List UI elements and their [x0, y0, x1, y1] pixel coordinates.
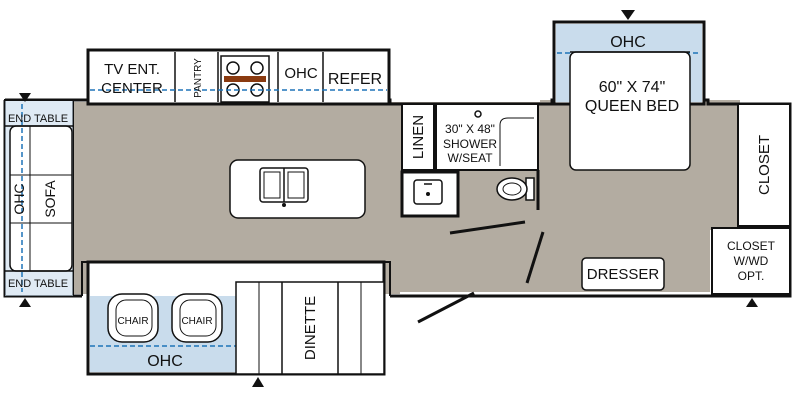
marker-triangle — [621, 10, 635, 20]
bath-door — [449, 220, 526, 235]
dresser — [581, 257, 665, 291]
chair-right-label: CHAIR — [181, 316, 212, 327]
kitchen-island — [229, 159, 366, 219]
bedroom-storage: CLOSET CLOSET W/WD OPT. DRESSER — [581, 103, 791, 295]
sofa-ohc-label: OHC — [11, 183, 27, 214]
linen-label: LINEN — [410, 115, 427, 159]
shower-label-2: SHOWER — [443, 137, 497, 151]
marker-triangle — [19, 93, 31, 102]
bed-label-1: 60" X 74" — [599, 79, 666, 96]
ohc-bed-label: OHC — [610, 34, 646, 51]
bed-slide: OHC 60" X 74" QUEEN BED — [552, 20, 706, 171]
marker-triangle — [252, 377, 264, 387]
ohc-kitchen-label: OHC — [284, 65, 318, 82]
dinette-label: DINETTE — [302, 296, 319, 360]
sink-icon — [259, 167, 309, 207]
stove-icon — [220, 55, 270, 103]
sofa-label: SOFA — [42, 180, 58, 218]
closet-wd-label-3: OPT. — [738, 269, 765, 283]
dinette-slide: CHAIR CHAIR OHC DINETTE — [86, 260, 386, 376]
sofa-area: END TABLE END TABLE OHC SOFA — [4, 99, 74, 297]
chair-icon — [107, 293, 159, 343]
markers — [19, 10, 758, 387]
bed-label-2: QUEEN BED — [585, 98, 679, 115]
tv-ent-label-2: CENTER — [101, 80, 163, 97]
marker-triangle — [19, 298, 31, 307]
linen-cabinet — [401, 103, 435, 171]
end-table-top-label: END TABLE — [8, 113, 68, 125]
dresser-label: DRESSER — [587, 266, 660, 283]
dinette — [235, 281, 385, 375]
tv-ent-center — [90, 52, 175, 102]
chair-icon — [171, 293, 223, 343]
closet-wd-label-2: W/WD — [734, 254, 769, 268]
shower-label-3: W/SEAT — [447, 151, 493, 165]
shower-label-1: 30" X 48" — [445, 122, 495, 136]
pantry-label: PANTRY — [193, 58, 204, 98]
closet-wd — [711, 227, 791, 295]
entry-door — [417, 291, 475, 324]
closet — [737, 103, 791, 227]
chair-left-label: CHAIR — [117, 316, 148, 327]
kitchen-slide: TV ENT. CENTER PANTRY OHC REFER — [86, 48, 391, 106]
toilet-icon — [496, 177, 535, 201]
pantry — [176, 52, 218, 102]
bath-sink-icon — [413, 179, 443, 205]
refer-label: REFER — [328, 71, 382, 88]
ohc-slide-label: OHC — [147, 353, 183, 370]
shower — [435, 103, 539, 171]
marker-triangle — [746, 298, 758, 307]
closet-label: CLOSET — [756, 135, 773, 195]
bedroom-door — [525, 231, 545, 284]
tv-ent-label-1: TV ENT. — [104, 61, 160, 78]
bathroom: LINEN 30" X 48" SHOWER W/SEAT — [400, 103, 545, 324]
closet-wd-label-1: CLOSET — [727, 239, 776, 253]
end-table-bottom-label: END TABLE — [8, 278, 68, 290]
